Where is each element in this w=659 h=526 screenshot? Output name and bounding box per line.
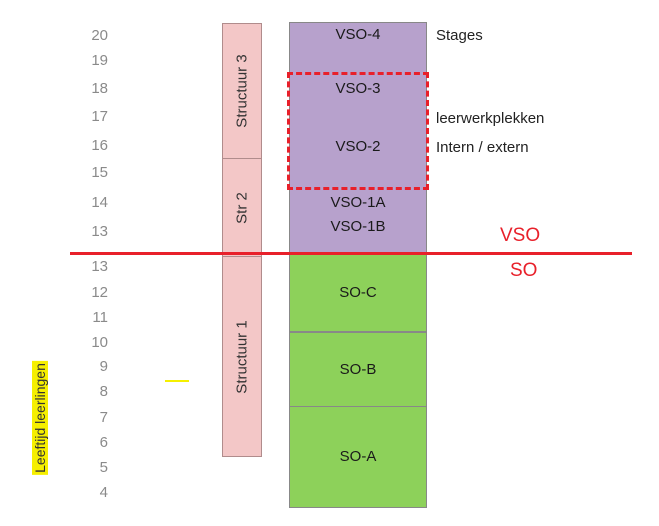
level-so-c: SO-C [289, 254, 427, 332]
level-vso-4: VSO-4 [335, 26, 381, 43]
axis-title-age: Leeftijd leerlingen [32, 361, 48, 475]
age-label: 18 [91, 80, 108, 97]
level-so-c-label: SO-C [339, 284, 377, 301]
age-label: 7 [99, 409, 108, 426]
vso-so-divider-line [70, 252, 632, 255]
annotation-stages: Stages [436, 27, 483, 44]
age-label: 10 [91, 334, 108, 351]
structure-1-block: Structuur 1 [222, 256, 262, 457]
structure-2-label: Str 2 [233, 191, 251, 224]
age-label: 11 [92, 309, 108, 326]
level-vso-1b: VSO-1B [330, 218, 386, 235]
age-label: 13 [91, 258, 108, 275]
age-label: 12 [91, 284, 108, 301]
vso-block [289, 22, 427, 254]
structure-3-block: Structuur 3 [222, 23, 262, 159]
divider-label-vso: VSO [500, 225, 541, 246]
structure-3-label: Structuur 3 [233, 54, 251, 128]
level-vso-2: VSO-2 [335, 138, 381, 155]
age-label: 5 [99, 459, 108, 476]
annotation-leerwerkplekken: leerwerkplekken [436, 110, 545, 127]
age-label: 17 [91, 108, 108, 125]
age-label: 6 [99, 434, 108, 451]
age-label: 9 [99, 358, 108, 375]
divider-label-so: SO [510, 260, 538, 281]
level-vso-1a: VSO-1A [330, 194, 386, 211]
age-label: 19 [91, 52, 108, 69]
age-label: 15 [91, 164, 108, 181]
level-so-a-label: SO-A [339, 448, 377, 465]
level-so-a: SO-A [289, 406, 427, 508]
age-label: 16 [91, 137, 108, 154]
annotation-intern-extern: Intern / extern [436, 139, 529, 156]
level-so-b: SO-B [289, 332, 427, 407]
age-label: 8 [99, 383, 108, 400]
age-label: 20 [91, 27, 108, 44]
level-vso-3: VSO-3 [335, 80, 381, 97]
age-label: 14 [91, 194, 108, 211]
age-label: 13 [91, 223, 108, 240]
structure-2-block: Str 2 [222, 158, 262, 257]
yellow-marker [165, 380, 189, 382]
level-so-b-label: SO-B [339, 360, 377, 378]
age-label: 4 [99, 484, 108, 501]
highlight-dashed-box [287, 72, 429, 190]
structure-1-label: Structuur 1 [233, 319, 251, 394]
